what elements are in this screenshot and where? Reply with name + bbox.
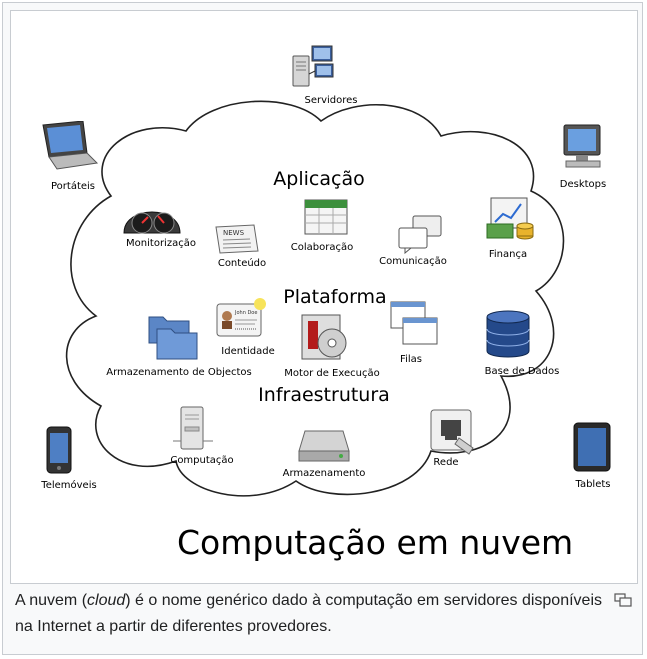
servers-icon bbox=[292, 45, 334, 87]
finance-chart-icon bbox=[486, 197, 534, 240]
label-database: Base de Dados bbox=[484, 366, 560, 377]
figure-caption: A nuvem (cloud) é o nome genérico dado à… bbox=[15, 588, 605, 640]
enlarge-icon[interactable] bbox=[614, 593, 632, 607]
database-icon bbox=[486, 310, 530, 358]
label-object-storage: Armazenamento de Objectos bbox=[106, 367, 252, 378]
label-storage: Armazenamento bbox=[282, 468, 366, 479]
diagram-title: Computação em nuvem bbox=[177, 523, 574, 562]
id-card-icon: John Doe bbox=[216, 298, 266, 337]
label-compute: Computação bbox=[170, 455, 234, 466]
network-port-icon bbox=[430, 409, 474, 455]
compute-server-icon bbox=[173, 406, 213, 450]
label-content: Conteúdo bbox=[217, 258, 267, 269]
calendar-collaboration-icon bbox=[304, 199, 348, 235]
label-phones: Telemóveis bbox=[41, 480, 97, 491]
label-network: Rede bbox=[433, 457, 459, 468]
newspaper-icon-text: NEWS bbox=[223, 229, 245, 237]
label-tablets: Tablets bbox=[575, 479, 611, 490]
layer-application-heading: Aplicação bbox=[273, 168, 365, 190]
phone-icon bbox=[46, 426, 72, 474]
label-monitoring: Monitorização bbox=[126, 238, 196, 249]
caption-text-end: ) é o nome genérico dado à computação em… bbox=[15, 592, 602, 635]
id-card-name-text: John Doe bbox=[234, 310, 257, 316]
chat-bubbles-icon bbox=[398, 215, 442, 254]
layer-infrastructure-heading: Infraestrutura bbox=[258, 384, 390, 406]
desktop-icon bbox=[563, 124, 601, 168]
newspaper-icon: NEWS bbox=[215, 224, 259, 254]
label-desktops: Desktops bbox=[559, 179, 607, 190]
queues-windows-icon bbox=[390, 301, 438, 345]
storage-drive-icon bbox=[298, 430, 350, 462]
label-collaboration: Colaboração bbox=[290, 242, 354, 253]
label-identity: Identidade bbox=[221, 346, 275, 357]
caption-text-start: A nuvem ( bbox=[15, 592, 88, 609]
diagram-graphics bbox=[65, 100, 565, 497]
label-communication: Comunicação bbox=[379, 256, 447, 267]
label-servers: Servidores bbox=[304, 95, 358, 106]
label-laptops: Portáteis bbox=[50, 181, 96, 192]
tablet-icon bbox=[573, 422, 611, 472]
cloud-outline bbox=[65, 100, 565, 497]
caption-italic-term: cloud bbox=[87, 592, 126, 609]
label-finance: Finança bbox=[488, 249, 528, 260]
layer-platform-heading: Plataforma bbox=[283, 286, 387, 308]
laptop-icon bbox=[42, 121, 99, 170]
folders-icon bbox=[148, 316, 198, 360]
dashboard-gauge-icon bbox=[123, 211, 181, 234]
cloud-computing-diagram[interactable]: Servidores Portáteis Desktops Telemóveis bbox=[10, 10, 638, 584]
label-queues: Filas bbox=[400, 354, 422, 365]
label-runtime: Motor de Execução bbox=[284, 368, 380, 379]
runtime-engine-icon bbox=[301, 314, 347, 360]
